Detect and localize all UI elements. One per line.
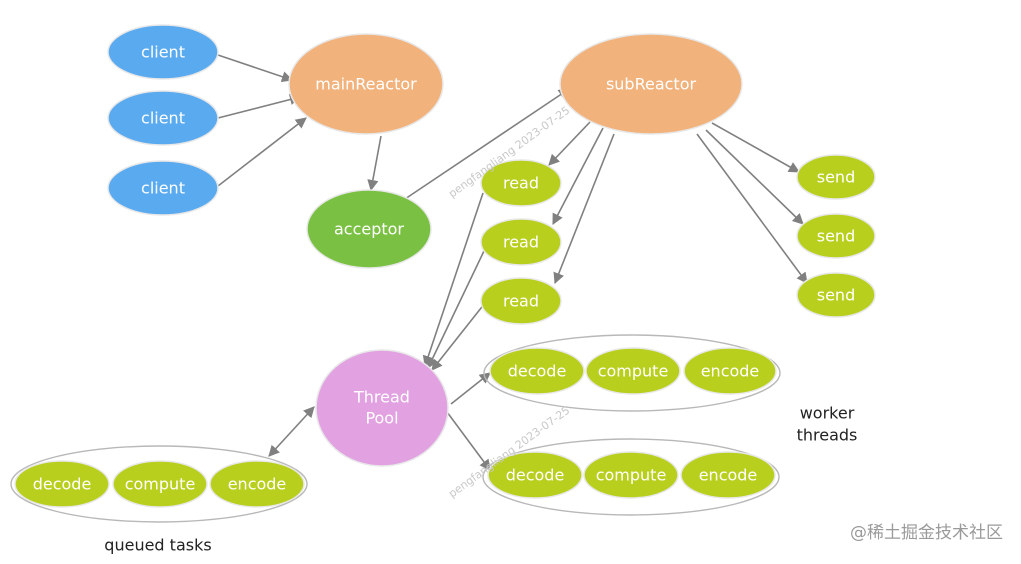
arrow-15 xyxy=(450,372,491,405)
queued-encode-node: encode xyxy=(209,460,305,508)
thread-pool-label-line2: Pool xyxy=(365,409,398,428)
worker2-decode-label: decode xyxy=(506,466,565,485)
read-2-shape xyxy=(480,218,562,266)
worker2-encode-shape xyxy=(680,451,776,499)
arrow-7 xyxy=(552,127,604,225)
arrow-11 xyxy=(696,133,808,284)
worker1-encode-shape xyxy=(683,347,777,395)
worker2-compute-shape xyxy=(583,451,679,499)
thread-pool-label-line1: Thread xyxy=(353,388,410,407)
read-3-node: read xyxy=(480,277,562,325)
sub-reactor-node: subReactor xyxy=(559,33,743,135)
worker-group-2 xyxy=(482,438,780,516)
worker1-compute-shape xyxy=(585,347,681,395)
arrow-5 xyxy=(404,88,570,200)
task-groups xyxy=(10,334,781,523)
read-2-label: read xyxy=(503,233,539,252)
send-2-label: send xyxy=(817,227,855,246)
main-reactor-node: mainReactor xyxy=(288,33,444,135)
arrow-2 xyxy=(217,94,302,119)
read-3-label: read xyxy=(503,292,539,311)
arrow-10 xyxy=(705,129,804,225)
worker2-compute-node: compute xyxy=(583,451,679,499)
client-3-label: client xyxy=(141,179,185,198)
queued-decode-node: decode xyxy=(14,460,110,508)
queued-tasks-label: queued tasks xyxy=(104,536,211,555)
arrows xyxy=(217,54,808,471)
arrow-12 xyxy=(422,192,484,368)
send-3-label: send xyxy=(817,286,855,305)
client-3-shape xyxy=(107,160,219,216)
send-1-node: send xyxy=(796,154,876,200)
worker2-encode-node: encode xyxy=(680,451,776,499)
thread-pool-shape xyxy=(315,349,449,467)
client-2-shape xyxy=(107,90,219,146)
acceptor-shape xyxy=(306,189,432,269)
send-1-shape xyxy=(796,154,876,200)
read-1-node: read xyxy=(480,159,562,207)
queued-compute-node: compute xyxy=(112,460,208,508)
main-reactor-shape xyxy=(288,33,444,135)
send-3-node: send xyxy=(796,272,876,318)
worker2-decode-node: decode xyxy=(487,451,583,499)
arrow-8 xyxy=(553,133,615,285)
sub-reactor-shape xyxy=(559,33,743,135)
worker1-compute-label: compute xyxy=(598,362,669,381)
worker-group-1 xyxy=(483,334,781,412)
send-2-shape xyxy=(796,213,876,259)
client-1-node: client xyxy=(107,24,219,80)
send-1-label: send xyxy=(817,168,855,187)
queued-compute-shape xyxy=(112,460,208,508)
queued-encode-label: encode xyxy=(228,475,287,494)
arrow-9 xyxy=(711,122,800,173)
footer-site-label: @稀土掘金技术社区 xyxy=(850,523,1003,543)
sub-reactor-label: subReactor xyxy=(606,75,697,94)
worker1-decode-label: decode xyxy=(508,362,567,381)
client-3-node: client xyxy=(107,160,219,216)
send-3-shape xyxy=(796,272,876,318)
arrow-16 xyxy=(446,411,491,471)
arrow-3 xyxy=(217,117,307,187)
arrow-4 xyxy=(367,135,382,192)
worker-threads-label-line2: threads xyxy=(797,426,858,445)
queued-decode-label: decode xyxy=(33,475,92,494)
worker2-encode-label: encode xyxy=(699,466,758,485)
arrow-1 xyxy=(217,54,294,83)
arrow-13 xyxy=(427,250,485,370)
client-2-node: client xyxy=(107,90,219,146)
queued-tasks-group xyxy=(10,445,308,523)
queued-compute-label: compute xyxy=(125,475,196,494)
read-1-shape xyxy=(480,159,562,207)
queued-encode-shape xyxy=(209,460,305,508)
read-3-shape xyxy=(480,277,562,325)
worker1-compute-node: compute xyxy=(585,347,681,395)
client-2-label: client xyxy=(141,109,185,128)
arrow-17 xyxy=(268,406,315,457)
acceptor-label: acceptor xyxy=(334,220,404,239)
worker1-encode-label: encode xyxy=(701,362,760,381)
client-1-shape xyxy=(107,24,219,80)
worker-threads-label-line1: worker xyxy=(800,404,855,423)
read-1-label: read xyxy=(503,174,539,193)
arrow-14 xyxy=(431,302,486,371)
client-1-label: client xyxy=(141,43,185,62)
worker1-encode-node: encode xyxy=(683,347,777,395)
worker2-compute-label: compute xyxy=(596,466,667,485)
read-2-node: read xyxy=(480,218,562,266)
nodes: client client client mainReactor subReactor a… xyxy=(14,24,876,508)
queued-decode-shape xyxy=(14,460,110,508)
main-reactor-label: mainReactor xyxy=(315,75,417,94)
send-2-node: send xyxy=(796,213,876,259)
worker1-decode-shape xyxy=(489,347,585,395)
worker2-decode-shape xyxy=(487,451,583,499)
worker1-decode-node: decode xyxy=(489,347,585,395)
arrow-6 xyxy=(548,121,591,166)
acceptor-node: acceptor xyxy=(306,189,432,269)
